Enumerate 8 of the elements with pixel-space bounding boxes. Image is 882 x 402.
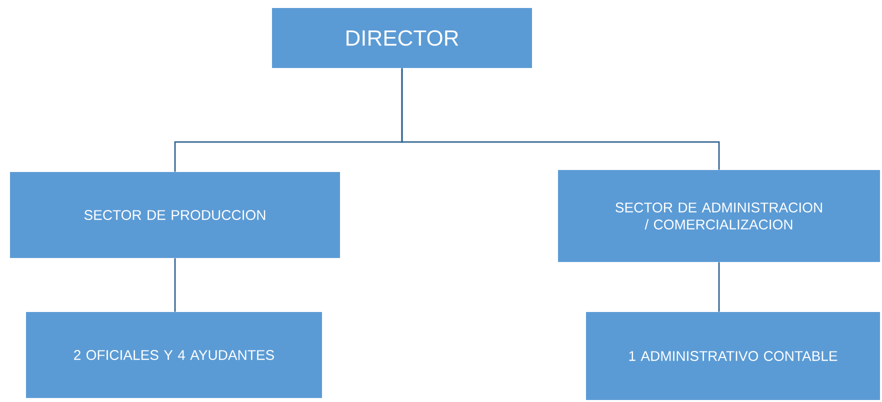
org-box: SECTOR DE PRODUCCION <box>10 172 340 258</box>
connector-line <box>718 262 720 312</box>
org-box: 2 OFICIALES Y 4 AYUDANTES <box>26 312 322 398</box>
connector-line <box>174 258 176 312</box>
org-box: 1 ADMINISTRATIVO CONTABLE <box>586 312 880 400</box>
org-box: DIRECTOR <box>272 8 532 68</box>
org-box: SECTOR DE ADMINISTRACION / COMERCIALIZACION <box>558 170 880 262</box>
connector-line <box>401 68 720 170</box>
